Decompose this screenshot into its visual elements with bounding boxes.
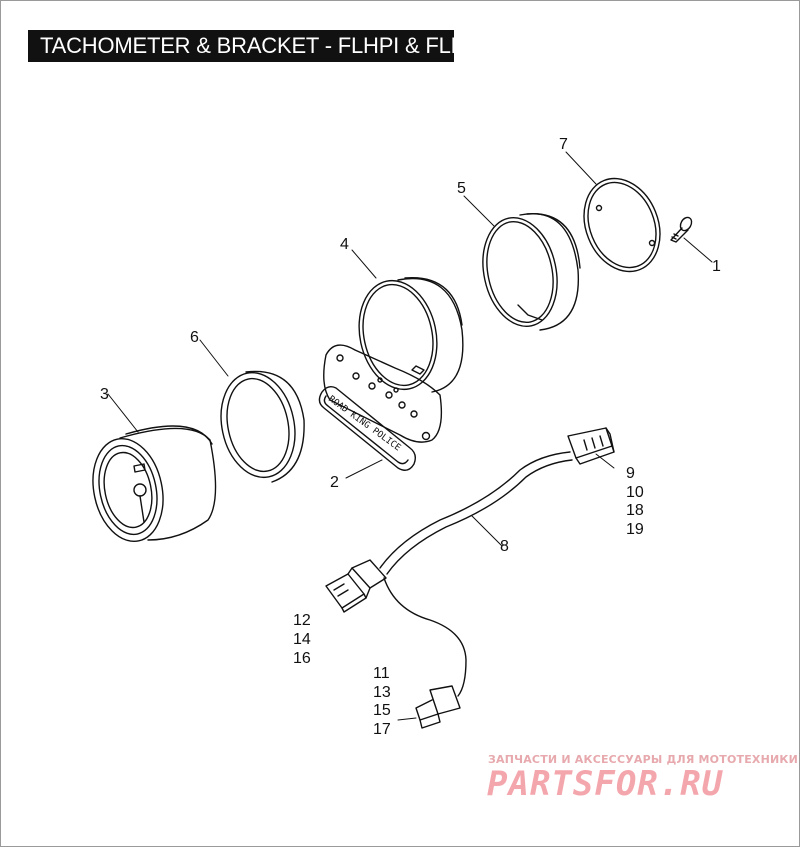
callout-7: 7 xyxy=(559,136,568,153)
callout-1: 1 xyxy=(712,258,721,275)
gasket-ring-part-6 xyxy=(220,370,305,483)
callout-12: 12 xyxy=(293,612,311,629)
callout-18: 18 xyxy=(626,502,644,519)
callout-11: 11 xyxy=(373,665,390,682)
callout-8: 8 xyxy=(500,538,509,555)
tachometer-part-3 xyxy=(92,425,217,543)
callout-5: 5 xyxy=(457,180,466,197)
callout-17: 17 xyxy=(373,721,391,738)
callout-14: 14 xyxy=(293,631,311,648)
watermark-logo: PARTSFOR.RU xyxy=(487,764,724,804)
callout-6: 6 xyxy=(190,329,199,346)
callout-4: 4 xyxy=(340,236,349,253)
plate-text: ROAD KING POLICE xyxy=(326,394,402,453)
callout-9: 9 xyxy=(626,465,635,482)
wiring-harness-part-8 xyxy=(325,427,615,729)
watermark-tagline: ЗАПЧАСТИ И АКСЕССУАРЫ ДЛЯ МОТОТЕХНИКИ xyxy=(488,753,798,766)
lens-cover-part-7 xyxy=(583,177,661,273)
page-title: TACHOMETER & BRACKET - FLHPI & FLHPE xyxy=(28,30,454,62)
callout-15: 15 xyxy=(373,702,391,719)
screw-part-1 xyxy=(670,216,693,243)
callout-16: 16 xyxy=(293,650,311,667)
callout-10: 10 xyxy=(626,484,644,501)
callout-2: 2 xyxy=(330,474,339,491)
bezel-ring-part-5 xyxy=(482,213,581,331)
leader-lines xyxy=(107,151,713,721)
callout-19: 19 xyxy=(626,521,644,538)
callout-13: 13 xyxy=(373,684,391,701)
callout-3: 3 xyxy=(100,386,109,403)
nameplate-part-2: ROAD KING POLICE xyxy=(318,385,417,471)
bracket-part-4 xyxy=(323,277,464,443)
